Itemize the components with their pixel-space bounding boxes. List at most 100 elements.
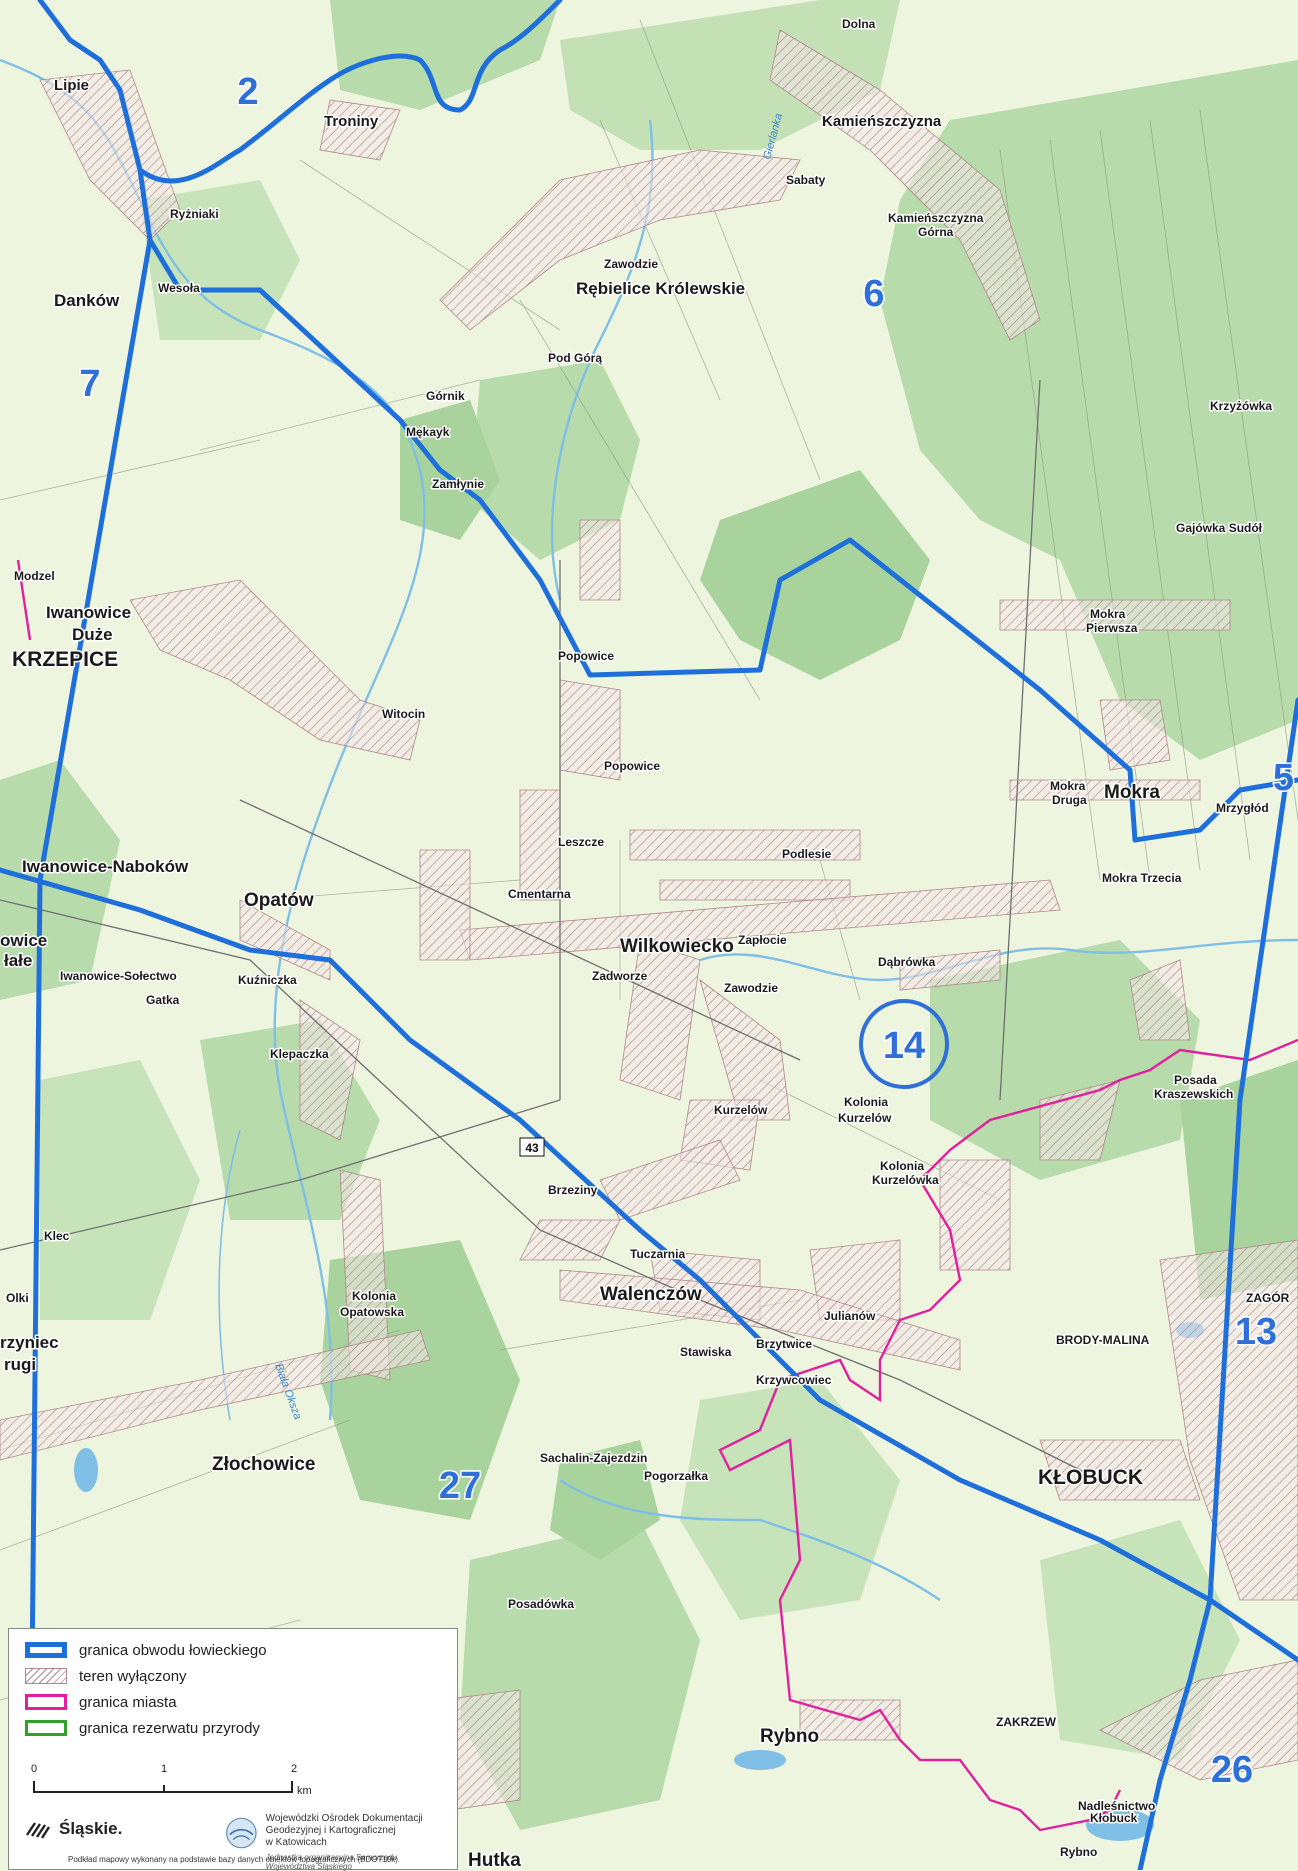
place-zyniec-1: rzyniec [0,1333,59,1352]
place-pogorzalka: Pogorzałka [644,1469,708,1483]
place-iwanowice-duze-1: Iwanowice [46,603,131,622]
place-podlesie: Podlesie [782,847,832,861]
scale-mid-tick [163,1785,165,1793]
place-mrzyglod: Mrzygłód [1216,801,1269,815]
place-rybno: Rybno [760,1726,819,1747]
place-mokra-druga-2: Druga [1052,793,1087,807]
district-number-7: 7 [79,363,100,405]
wodgik-subtitle: Jednostka organizacyjna Samorządu Wojewó… [265,1853,397,1871]
place-nadlesnictwo-1: Nadleśnictwo [1078,1799,1155,1813]
place-dolna: Dolna [842,17,876,31]
place-zamlynie: Zamłynie [432,477,484,491]
place-krzyzowka: Krzyżówka [1210,399,1272,413]
place-kolonia-kurzelowka-2: Kurzelówka [872,1173,939,1187]
place-zakrzew: ZAKRZEW [996,1715,1057,1729]
place-cmentarna: Cmentarna [508,887,571,901]
place-pod-gora: Pod Górą [548,351,602,365]
place-klepaczka: Klepaczka [270,1047,329,1061]
district-number-2: 2 [237,71,258,113]
place-zadworze: Zadworze [592,969,648,983]
place-sabaty: Sabaty [786,173,826,187]
place-gornik: Górnik [426,389,465,403]
place-iwanowice-duze-2: Duże [72,625,113,644]
district-14-marker[interactable]: 14 [859,999,949,1089]
wodgik-line-2: Geodezyjnej i Kartograficznej [265,1825,396,1836]
place-brody-malina: BRODY-MALINA [1056,1333,1150,1347]
city-boundary [718,1038,1298,1832]
place-kamienszczyzna: Kamieńszczyzna [822,113,942,130]
place-klobuck: KŁOBUCK [1038,1466,1143,1489]
place-iwanowice-solectwo: Iwanowice-Sołectwo [60,969,177,983]
place-zlochowice: Złochowice [212,1454,315,1475]
city-boundary-left [16,559,32,641]
place-dabrowka: Dąbrówka [878,955,936,969]
place-zawodzie-s: Zawodzie [724,981,778,995]
district-number-26: 26 [1211,1749,1253,1791]
forest-areas [0,0,1298,1830]
place-krzepice: KRZEPICE [12,648,118,671]
place-nadlesnictwo-2: Kłobuck [1090,1811,1138,1825]
place-owice-1: owice [0,931,47,950]
place-kolonia-kurzelow-1: Kolonia [844,1095,888,1109]
wodgik-line-1: Wojewódzki Ośrodek Dokumentacji [265,1813,423,1824]
legend-label-boundary: granica obwodu łowieckiego [79,1641,267,1659]
place-rebielice: Rębielice Królewskie [576,279,745,298]
road-number-badge: 43 [519,1137,545,1157]
district-number-5: 5 [1273,757,1294,799]
district-number-27: 27 [439,1465,481,1507]
slaskie-logo: Śląskie. [25,1819,122,1839]
hunting-boundary-swatch [25,1642,67,1658]
place-stawiska: Stawiska [680,1345,732,1359]
slaskie-logo-text: Śląskie. [59,1819,123,1838]
place-popowice-s: Popowice [604,759,660,773]
excluded-area-swatch [25,1668,67,1684]
place-popowice-n: Popowice [558,649,614,663]
place-mokra-pierwsza-2: Pierwsza [1086,621,1138,635]
place-zaplocie: Zapłocie [738,933,787,947]
roads [0,379,1101,1481]
place-owice-2: łałe [4,951,32,970]
place-kurzelow: Kurzelów [714,1103,768,1117]
logos: Śląskie. Wojewódzki Ośrodek Dokumentacji… [25,1813,445,1871]
place-mekayk: Mękayk [406,425,450,439]
place-posadowka: Posadówka [508,1597,574,1611]
scale-tick-0: 0 [31,1763,38,1775]
place-kamienszczyzna-gorna-2: Górna [918,225,954,239]
reserve-boundary-swatch [25,1720,67,1736]
city-boundary-swatch [25,1694,67,1710]
place-wesola: Wesoła [158,281,200,295]
legend-label-reserve: granica rezerwatu przyrody [79,1719,260,1737]
place-zagora: ZAGÓR [1246,1290,1290,1305]
legend-item-boundary: granica obwodu łowieckiego [25,1639,267,1661]
wodgik-emblem-icon [226,1817,257,1849]
district-number-13: 13 [1235,1311,1277,1353]
place-dankow: Danków [54,291,120,310]
district-numbers: 2 6 7 5 13 27 26 [78,70,1296,1793]
place-witocin: Witocin [382,707,425,721]
place-zawodzie-n: Zawodzie [604,257,658,271]
place-olki: Olki [6,1291,29,1305]
place-ryzniaki: Ryżniaki [170,207,219,221]
place-brzytowice: Brzytwice [756,1337,812,1351]
legend-item-reserve: granica rezerwatu przyrody [25,1717,260,1739]
scale-tick-2: 2 [291,1763,298,1775]
wodgik-logo: Wojewódzki Ośrodek Dokumentacji Geodezyj… [225,1813,445,1871]
legend-item-excluded: teren wyłączony [25,1665,187,1687]
scale-unit: km [297,1785,312,1797]
scale-tick-1: 1 [161,1763,168,1775]
place-modzel: Modzel [14,569,55,583]
place-rybno-small: Rybno [1060,1845,1097,1859]
place-troniny: Troniny [324,113,379,130]
place-posada-2: Kraszewskich [1154,1087,1233,1101]
legend-label-excluded: teren wyłączony [79,1667,187,1685]
place-kolonia-opatowska-1: Kolonia [352,1289,396,1303]
place-mokra-pierwsza-1: Mokra [1090,607,1126,621]
place-brzeziny: Brzeziny [548,1183,598,1197]
place-mokra-druga-1: Mokra [1050,779,1086,793]
place-kamienszczyzna-gorna-1: Kamieńszczyzna [888,211,984,225]
place-mokra: Mokra [1104,782,1160,803]
slaskie-mark-icon [26,1822,51,1839]
place-walenczow: Walenczów [600,1284,702,1305]
place-tuczarnia: Tuczarnia [630,1247,685,1261]
